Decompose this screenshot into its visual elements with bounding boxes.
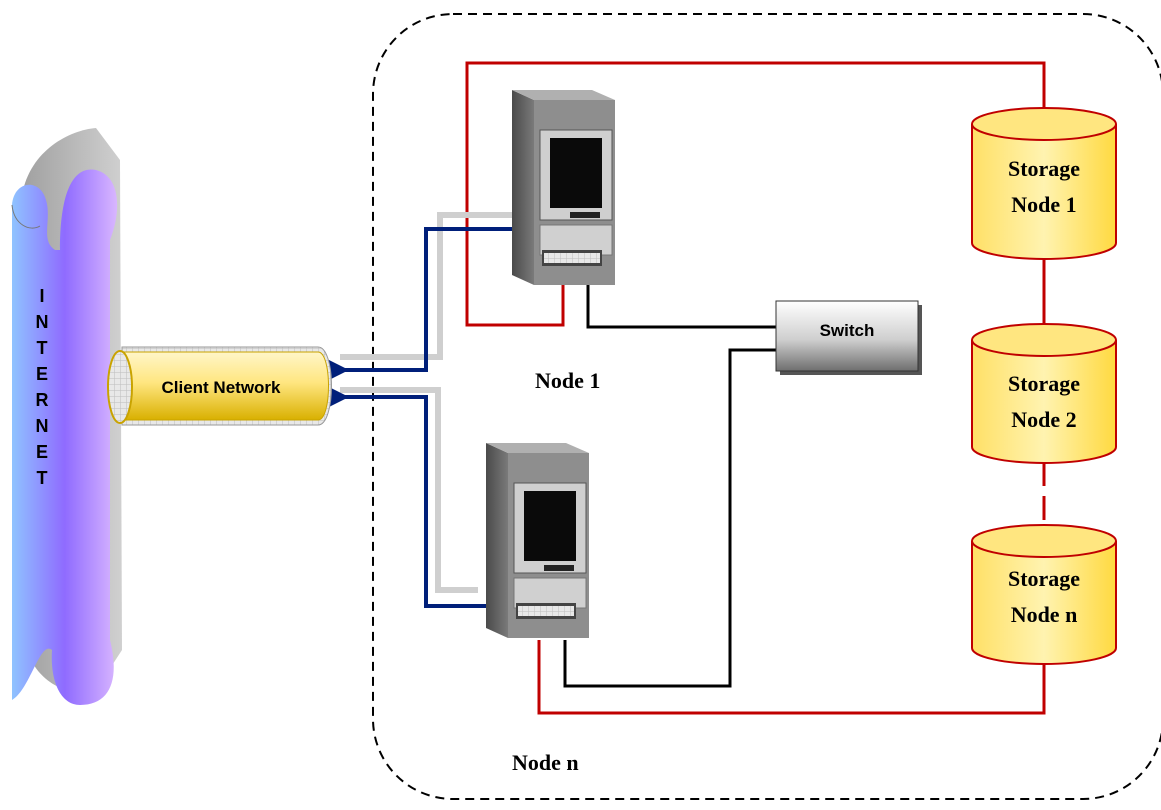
storage-node-n: Storage Node n [971, 524, 1117, 665]
client-links [309, 227, 515, 608]
storage-node-n-line1: Storage [1008, 566, 1080, 591]
internet-letter: T [37, 468, 48, 488]
node-1-label: Node 1 [535, 368, 600, 393]
storage-node-1-line2: Node 1 [1011, 192, 1076, 217]
client-network-label: Client Network [161, 378, 281, 397]
server-node-1 [512, 90, 615, 285]
storage-node-2-line1: Storage [1008, 371, 1080, 396]
storage-node-n-line2: Node n [1011, 602, 1078, 627]
switch-label: Switch [820, 321, 875, 340]
switch-box: Switch [775, 300, 922, 375]
storage-node-2-line2: Node 2 [1011, 407, 1076, 432]
internet-letter: I [39, 286, 44, 306]
internet-letter: E [36, 364, 48, 384]
client-links-shadow [340, 212, 512, 593]
storage-node-1-line1: Storage [1008, 156, 1080, 181]
client-network-tube: Client Network [107, 346, 332, 426]
internet-letter: T [37, 338, 48, 358]
internet-letter: E [36, 442, 48, 462]
internet-letter: N [36, 312, 49, 332]
switch-links [563, 285, 780, 688]
cluster-boundary [372, 13, 1161, 800]
internet-cloud [11, 128, 122, 705]
storage-node-1: Storage Node 1 [971, 107, 1117, 260]
internet-letter: R [36, 390, 49, 410]
node-n-label: Node n [512, 750, 579, 775]
storage-node-2: Storage Node 2 [971, 323, 1117, 464]
server-node-n [486, 443, 589, 638]
storage-network-links [465, 61, 1046, 715]
internet-letter: N [36, 416, 49, 436]
